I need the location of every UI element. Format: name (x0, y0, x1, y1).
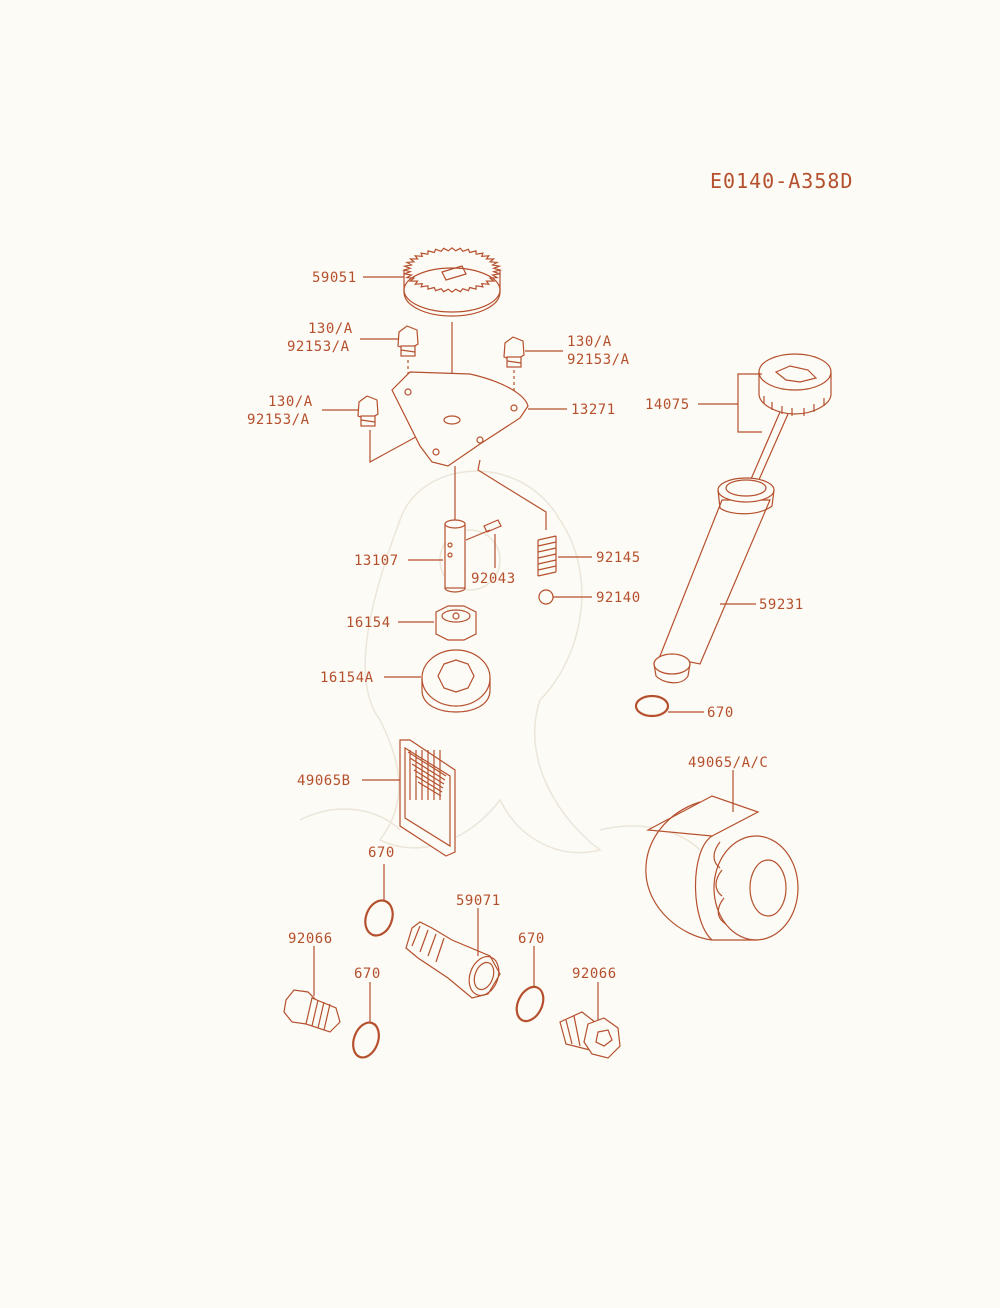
label-13271: 13271 (571, 402, 616, 418)
shaft-13107-part[interactable] (444, 519, 466, 593)
label-92043: 92043 (471, 571, 516, 587)
rotor-16154a-part[interactable] (421, 649, 491, 713)
label-130a-2: 130/A (567, 334, 612, 350)
rotor-16154-part[interactable] (435, 605, 477, 641)
spring-92145-part[interactable] (537, 535, 557, 577)
label-670-mid: 670 (518, 931, 545, 947)
label-14075: 14075 (645, 397, 690, 413)
label-670-lower: 670 (354, 966, 381, 982)
label-670-tube: 670 (707, 705, 734, 721)
oil-filter-49065-part[interactable] (645, 795, 799, 941)
label-13107: 13107 (354, 553, 399, 569)
label-92153a-2: 92153/A (567, 352, 630, 368)
oring-670-lower[interactable] (349, 1019, 384, 1061)
label-59051: 59051 (312, 270, 357, 286)
pin-92043-part[interactable] (483, 519, 502, 533)
diagram-code: E0140-A358D (710, 169, 853, 193)
label-92066-right: 92066 (572, 966, 617, 982)
oring-670-left[interactable] (361, 897, 398, 940)
label-92153a-3: 92153/A (247, 412, 310, 428)
label-59231: 59231 (759, 597, 804, 613)
fitting-59071-part[interactable] (405, 921, 504, 1000)
label-49065b: 49065B (297, 773, 351, 789)
screen-mesh (407, 750, 447, 800)
label-16154: 16154 (346, 615, 391, 631)
label-49065ac: 49065/A/C (688, 755, 768, 771)
gear-teeth (401, 247, 503, 293)
label-92140: 92140 (596, 590, 641, 606)
label-59071: 59071 (456, 893, 501, 909)
label-130a-3: 130/A (268, 394, 313, 410)
label-92153a-1: 92153/A (287, 339, 350, 355)
screen-49065b-part[interactable] (399, 739, 456, 857)
label-16154a: 16154A (320, 670, 374, 686)
bolt-left-lower[interactable] (357, 395, 379, 427)
label-92066-left: 92066 (288, 931, 333, 947)
oring-670-mid[interactable] (512, 983, 549, 1026)
label-130a-1: 130/A (308, 321, 353, 337)
bolt-left-upper[interactable] (397, 325, 419, 357)
label-92145: 92145 (596, 550, 641, 566)
gear-59051-part[interactable] (401, 247, 503, 317)
watermark (299, 470, 701, 854)
cover-13271-part[interactable] (391, 371, 529, 467)
oring-670-tube[interactable] (634, 694, 670, 718)
ball-92140-part[interactable] (538, 589, 554, 605)
dipstick-14075-part[interactable] (741, 353, 832, 501)
plug-92066-left-part[interactable] (283, 989, 341, 1033)
plug-92066-right-part[interactable] (559, 1011, 621, 1059)
tube-59231-part[interactable] (653, 477, 775, 684)
label-670-left: 670 (368, 845, 395, 861)
bolt-right[interactable] (503, 336, 525, 368)
